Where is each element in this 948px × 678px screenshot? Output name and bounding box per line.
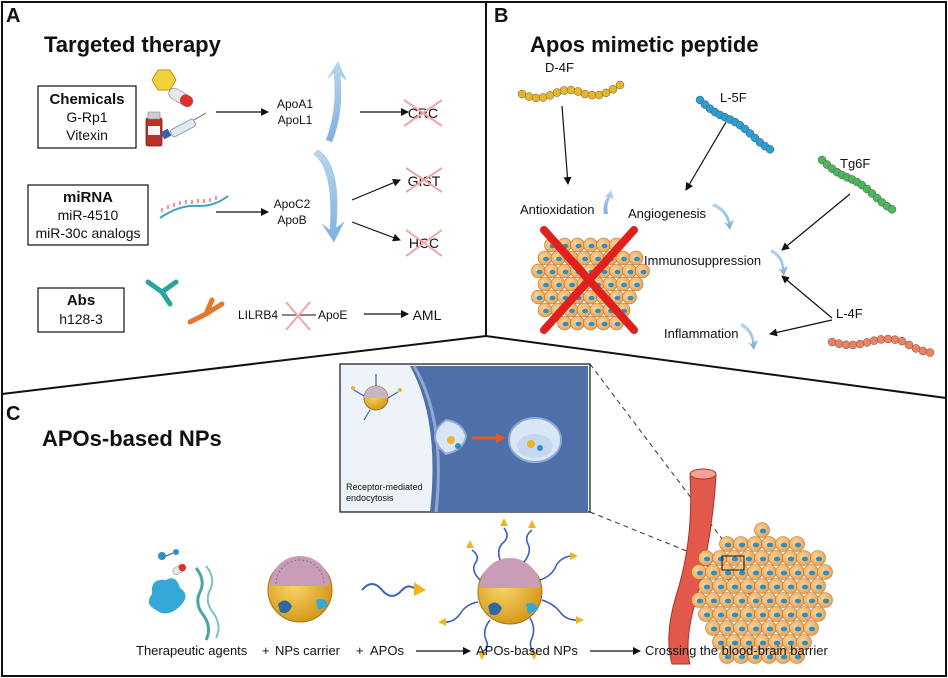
panel-c-title: APOs-based NPs	[42, 426, 222, 451]
lilrb4-apoe-cross	[285, 301, 311, 331]
mirna-item-1: miR-4510	[58, 207, 119, 223]
panel-a-title: Targeted therapy	[44, 32, 222, 57]
flow-apos: APOs	[370, 643, 404, 658]
chemicals-title: Chemicals	[49, 91, 124, 108]
apob-label: ApoB	[277, 213, 306, 227]
flow-plus-1: +	[262, 643, 270, 658]
hcc-cross	[405, 229, 443, 257]
flow-crossing-bbb: Crossing the blood-brain barrier	[645, 643, 828, 658]
inset-caption-line-1: Receptor-mediated	[346, 482, 423, 492]
angiogenesis-down-arrow	[712, 203, 734, 230]
immunosuppression-label: Immunosuppression	[644, 253, 761, 268]
antibody-orange-icon	[187, 297, 225, 325]
panel-b-title: Apos mimetic peptide	[530, 32, 759, 57]
flow-apos-based-nps: APOs-based NPs	[476, 643, 578, 658]
upregulation-arrow	[325, 61, 347, 143]
flow-therapeutic-agents: Therapeutic agents	[136, 643, 248, 658]
antibody-teal-icon	[145, 279, 179, 307]
inset-nanoparticle-icon	[351, 374, 402, 421]
panel-b-letter: B	[494, 5, 508, 27]
apo-to-hcc-arrow	[351, 221, 401, 242]
abs-item-1: h128-3	[59, 311, 103, 327]
gist-cross	[405, 167, 443, 193]
chemicals-box: Chemicals G-Rp1 Vitexin	[37, 85, 137, 149]
l5f-peptide-icon	[695, 95, 775, 154]
zoom-line-top	[589, 363, 745, 569]
antioxidation-up-arrow	[603, 190, 614, 214]
apos-based-nanoparticle-icon	[438, 518, 584, 660]
flow-nps-carrier: NPs carrier	[275, 643, 341, 658]
panel-c-letter: C	[6, 403, 20, 425]
abs-title: Abs	[67, 292, 95, 309]
endocytosis-inset: Receptor-mediated endocytosis	[339, 363, 591, 513]
tg6f-to-immunosuppression-arrow	[781, 193, 851, 251]
l4f-to-inflammation-arrow	[769, 319, 833, 337]
d4f-to-antioxidation-arrow	[561, 105, 572, 185]
panel-a: A Targeted therapy Chemicals G-Rp1 Vitex…	[6, 5, 443, 333]
capsule-icon	[168, 87, 194, 108]
lilrb4-label: LILRB4	[238, 308, 278, 322]
panel-a-letter: A	[6, 5, 20, 27]
apoc2-label: ApoC2	[274, 197, 311, 211]
apos-peptide-icon	[361, 582, 426, 597]
hexagon-icon	[151, 69, 177, 91]
l4f-peptide-icon	[827, 334, 935, 357]
downregulation-arrow	[313, 149, 345, 243]
chemical-item-2: Vitexin	[66, 127, 108, 143]
chemical-item-1: G-Rp1	[66, 109, 107, 125]
l4f-to-immunosuppression-arrow	[781, 275, 833, 319]
brain-tumor-cell-cluster	[691, 522, 833, 664]
d4f-label: D-4F	[545, 60, 574, 75]
mirna-title: miRNA	[63, 189, 113, 206]
flow-plus-2: +	[356, 643, 364, 658]
inflammation-down-arrow	[740, 323, 758, 350]
antioxidation-label: Antioxidation	[520, 202, 594, 217]
mirna-box: miRNA miR-4510 miR-30c analogs	[27, 184, 149, 246]
nanoparticle-carrier-icon	[267, 556, 333, 623]
tumor-red-cross	[540, 226, 638, 334]
apoa1-label: ApoA1	[277, 97, 313, 111]
d4f-peptide-icon	[517, 80, 625, 103]
apo-to-gist-arrow	[351, 179, 401, 201]
tg6f-peptide-icon	[817, 155, 897, 214]
zoom-region-box	[721, 555, 745, 571]
immunosuppression-down-arrow	[770, 249, 788, 276]
rna-strand-icon	[159, 195, 229, 219]
l5f-label: L-5F	[720, 90, 747, 105]
apoe-label: ApoE	[318, 308, 347, 322]
therapeutic-agents-icon	[148, 549, 220, 641]
l4f-label: L-4F	[836, 306, 863, 321]
vial-icon	[145, 111, 163, 147]
mirna-item-2: miR-30c analogs	[35, 225, 140, 241]
aml-label: AML	[413, 307, 442, 323]
l5f-to-angiogenesis-arrow	[685, 121, 727, 191]
inflammation-label: Inflammation	[664, 326, 738, 341]
tg6f-label: Tg6F	[840, 156, 870, 171]
panel-c: C APOs-based NPs Receptor-mediated en	[6, 363, 833, 665]
syringe-icon	[160, 112, 207, 140]
inset-caption-line-2: endocytosis	[346, 493, 394, 503]
angiogenesis-label: Angiogenesis	[628, 206, 707, 221]
apol1-label: ApoL1	[278, 113, 313, 127]
abs-box: Abs h128-3	[37, 287, 125, 333]
panel-b: B Apos mimetic peptide D-4F L-5F Tg6F L-…	[494, 5, 935, 357]
crc-cross	[403, 99, 443, 127]
